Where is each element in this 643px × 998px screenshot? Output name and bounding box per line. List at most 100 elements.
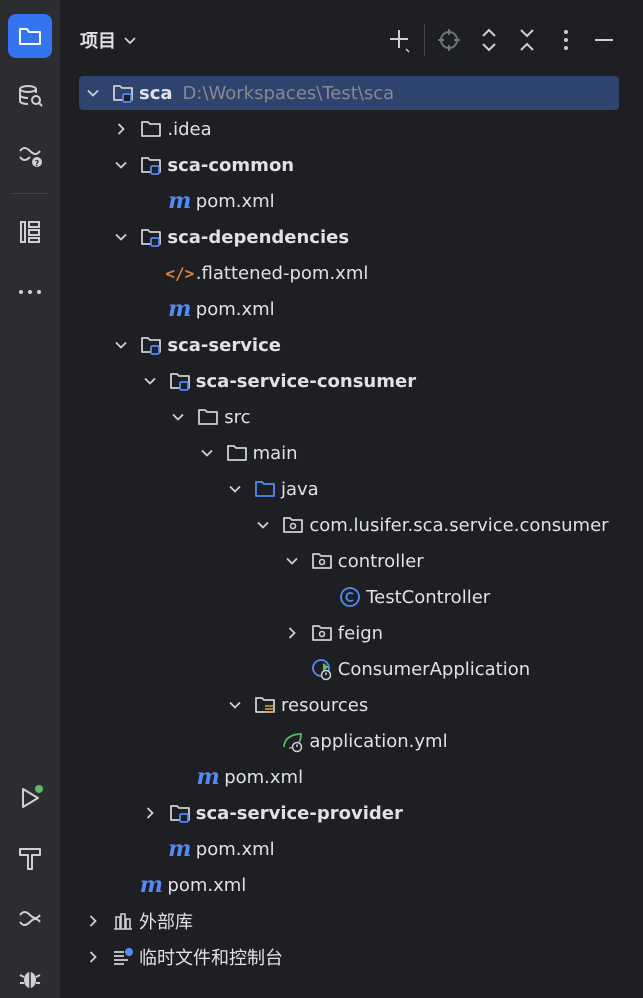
more-tools-button[interactable] <box>8 270 52 314</box>
tree-row-label: sca-service-provider <box>195 802 403 824</box>
tree-row[interactable]: sca-dependencies <box>79 220 619 254</box>
debug-tool-button[interactable] <box>8 956 52 998</box>
tree-row[interactable]: application.yml <box>79 724 619 758</box>
tree-row[interactable]: src <box>79 400 619 434</box>
tree-row[interactable]: 临时文件和控制台 <box>79 940 619 974</box>
module-folder-icon <box>139 153 163 177</box>
chevron-right-icon[interactable] <box>84 912 102 930</box>
locate-button[interactable] <box>435 26 463 54</box>
tree-row-label: sca-common <box>167 154 295 176</box>
structure-icon <box>20 221 40 243</box>
tree-row-label: com.lusifer.sca.service.consumer <box>309 514 609 536</box>
add-button[interactable] <box>386 26 414 54</box>
module-folder-icon <box>168 801 192 825</box>
chevron-down-icon[interactable] <box>112 156 130 174</box>
hammer-icon <box>19 848 41 870</box>
tree-row[interactable]: .idea <box>79 112 619 146</box>
chevron-down-icon[interactable] <box>226 480 244 498</box>
tree-row[interactable]: 外部库 <box>79 904 619 938</box>
library-icon <box>111 909 135 933</box>
tree-row[interactable]: sca-service-consumer <box>79 364 619 398</box>
build-tool-button[interactable] <box>8 836 52 880</box>
class-icon <box>338 585 362 609</box>
run-tool-button[interactable] <box>8 776 52 820</box>
structure-tool-button[interactable] <box>8 210 52 254</box>
strip-separator <box>13 193 47 194</box>
options-button[interactable] <box>552 26 580 54</box>
run-icon <box>22 785 43 808</box>
database-icon <box>19 85 43 107</box>
chevron-right-icon[interactable] <box>84 948 102 966</box>
maven-icon: m <box>168 296 192 322</box>
panel-title-dropdown[interactable]: 项目 <box>80 27 138 53</box>
chevron-down-icon[interactable] <box>283 552 301 570</box>
chevron-right-icon[interactable] <box>112 120 130 138</box>
minimize-button[interactable] <box>590 26 618 54</box>
chevron-down-icon[interactable] <box>226 696 244 714</box>
chevron-right-icon[interactable] <box>283 624 301 642</box>
maven-icon: m <box>168 188 192 214</box>
maven-icon: m <box>139 872 164 898</box>
tree-row[interactable]: ConsumerApplication <box>79 652 619 686</box>
tree-row-path: D:\Workspaces\Test\sca <box>182 82 395 104</box>
tree-row-label: pom.xml <box>195 190 275 212</box>
services-help-tool-button[interactable]: ? <box>8 134 52 178</box>
source-folder-icon <box>253 477 277 501</box>
tree-row-label: 临时文件和控制台 <box>139 948 283 969</box>
package-icon <box>310 549 334 573</box>
chevron-down-icon[interactable] <box>112 228 130 246</box>
tree-row[interactable]: sca-common <box>79 148 619 182</box>
tree-row-label: TestController <box>366 586 491 608</box>
tree-row-label: controller <box>337 550 424 572</box>
chevron-down-icon[interactable] <box>169 408 187 426</box>
tree-row[interactable]: TestController <box>79 580 619 614</box>
chevron-down-icon[interactable] <box>254 516 272 534</box>
expand-all-icon <box>482 28 496 52</box>
tree-row[interactable]: main <box>79 436 619 470</box>
chevron-down-icon[interactable] <box>198 444 216 462</box>
panel-title: 项目 <box>80 31 116 52</box>
tree-row[interactable]: </>.flattened-pom.xml <box>79 256 619 290</box>
tree-row[interactable]: feign <box>79 616 619 650</box>
package-icon <box>310 621 334 645</box>
module-folder-icon <box>111 81 135 105</box>
chevron-down-icon[interactable] <box>112 336 130 354</box>
tree-row[interactable]: resources <box>79 688 619 722</box>
spring-app-icon <box>310 657 334 681</box>
tree-row-label: sca-dependencies <box>167 226 350 248</box>
chevron-down-icon <box>124 37 136 45</box>
tree-row[interactable]: sca-service-provider <box>79 796 619 830</box>
tree-row-label: feign <box>337 622 384 644</box>
project-tool-button[interactable] <box>8 14 52 58</box>
tree-row-label: java <box>281 478 319 500</box>
bug-icon <box>19 968 41 988</box>
wave-help-icon: ? <box>19 147 42 168</box>
expand-all-button[interactable] <box>475 26 503 54</box>
tree-row-label: sca-service <box>167 334 281 356</box>
folder-icon <box>196 405 220 429</box>
collapse-all-button[interactable] <box>513 26 541 54</box>
chevron-down-icon[interactable] <box>84 84 102 102</box>
tree-row-label: ConsumerApplication <box>337 658 531 680</box>
tree-row[interactable]: sca-service <box>79 328 619 362</box>
services-tool-button[interactable] <box>8 896 52 940</box>
tree-row[interactable]: java <box>79 472 619 506</box>
spring-config-icon <box>281 729 305 753</box>
tree-row[interactable]: controller <box>79 544 619 578</box>
tree-row-label: .flattened-pom.xml <box>195 262 369 284</box>
tree-row[interactable]: com.lusifer.sca.service.consumer <box>79 508 619 542</box>
database-tool-button[interactable] <box>8 74 52 118</box>
tree-row-label: pom.xml <box>167 874 247 896</box>
chevron-right-icon[interactable] <box>141 804 159 822</box>
module-folder-icon <box>168 369 192 393</box>
tree-row-label: pom.xml <box>224 766 304 788</box>
chevron-down-icon[interactable] <box>141 372 159 390</box>
